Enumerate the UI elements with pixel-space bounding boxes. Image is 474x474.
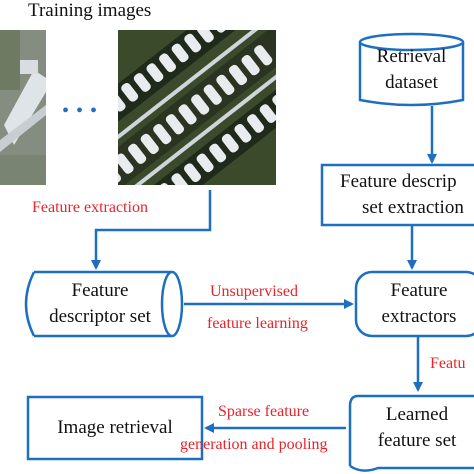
edge-label-feature-cut: Featu	[430, 355, 466, 372]
learned-feature-set-label: Learned feature set	[362, 402, 472, 454]
training-image-marina	[118, 30, 276, 185]
edge-label-unsupervised: Unsupervised	[210, 283, 298, 300]
retrieval-dataset-shape	[358, 32, 465, 107]
feature-extractors-line1: Feature	[390, 280, 448, 301]
learned-feature-set-line1: Learned	[385, 404, 449, 425]
separator-dots: • • •	[62, 100, 99, 122]
retrieval-dataset-line1: Retrieval	[376, 46, 447, 67]
feature-descriptor-set-label: Feature descriptor set	[30, 278, 170, 330]
descriptor-set-extraction-line1: Feature descrip	[340, 171, 457, 192]
image-retrieval-line1: Image retrieval	[57, 417, 173, 438]
feature-descriptor-set-line1: Feature	[71, 280, 129, 301]
feature-extractors-line2: extractors	[381, 306, 457, 327]
learned-feature-set-shape	[348, 394, 474, 472]
edge-label-feature-extraction: Feature extraction	[32, 199, 148, 216]
learned-feature-set-line2: feature set	[377, 430, 457, 451]
training-image-airport	[0, 30, 46, 185]
edge-label-generation-pooling: generation and pooling	[180, 436, 328, 453]
edge-label-feature-learning: feature learning	[207, 315, 308, 332]
descriptor-set-extraction-line2: set extraction	[362, 197, 464, 218]
feature-descriptor-set-line2: descriptor set	[49, 306, 151, 327]
descriptor-set-extraction-label: Feature descrip set extraction	[340, 169, 464, 221]
edge-label-sparse-feature: Sparse feature	[218, 403, 310, 420]
edge-training-to-descriptor-set	[91, 190, 212, 270]
retrieval-dataset-label: Retrieval dataset	[360, 44, 463, 96]
image-retrieval-box	[26, 395, 204, 461]
feature-extractors-label: Feature extractors	[356, 278, 474, 330]
feature-descriptor-set-shape	[24, 270, 184, 338]
feature-extractors-box	[354, 270, 474, 338]
descriptor-set-extraction-box	[320, 163, 474, 227]
training-images-label: Training images	[28, 0, 152, 21]
image-retrieval-label: Image retrieval	[28, 415, 202, 441]
retrieval-dataset-line2: dataset	[385, 72, 438, 93]
